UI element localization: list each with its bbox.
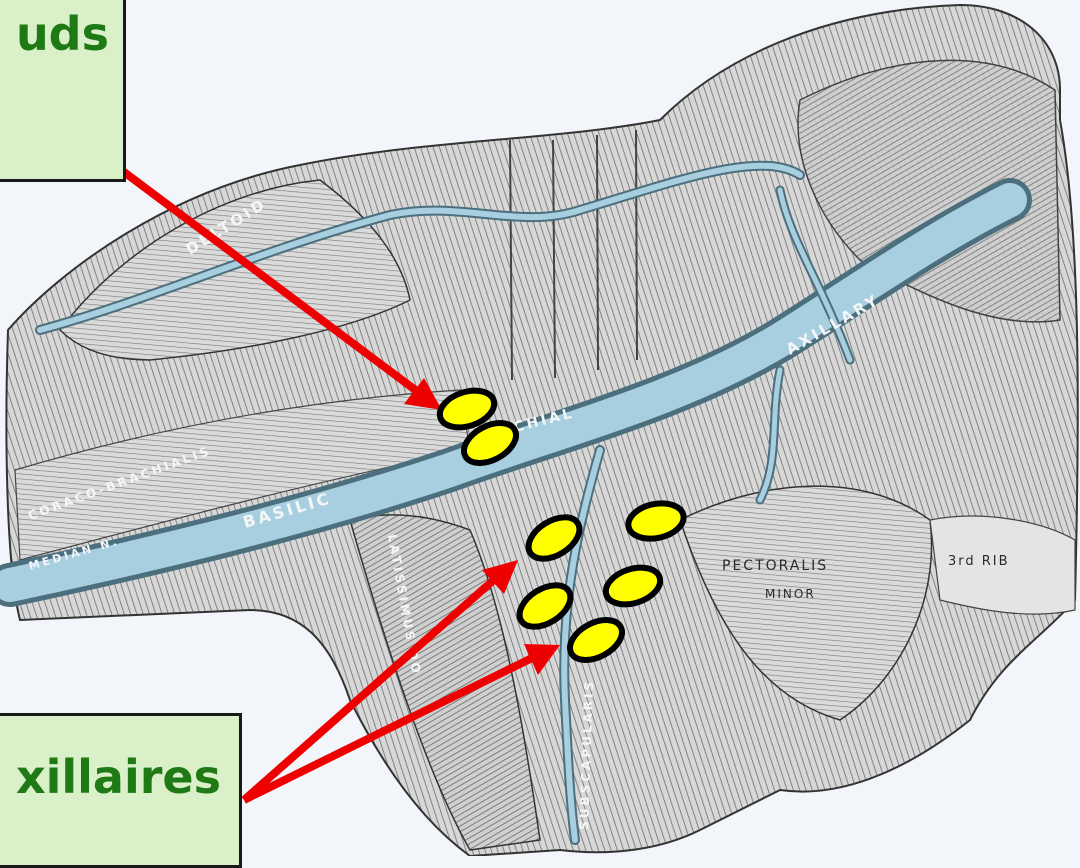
pectoralis-label: PECTORALIS bbox=[722, 558, 828, 574]
minor-label: MINOR bbox=[765, 587, 816, 601]
label-box-top: uds bbox=[0, 0, 126, 182]
rib-label: 3rd RIB bbox=[948, 554, 1010, 569]
label-box-bottom: xillaires bbox=[0, 713, 242, 868]
label-box-top-text: uds bbox=[16, 11, 109, 57]
label-box-bottom-text: xillaires bbox=[16, 754, 221, 800]
